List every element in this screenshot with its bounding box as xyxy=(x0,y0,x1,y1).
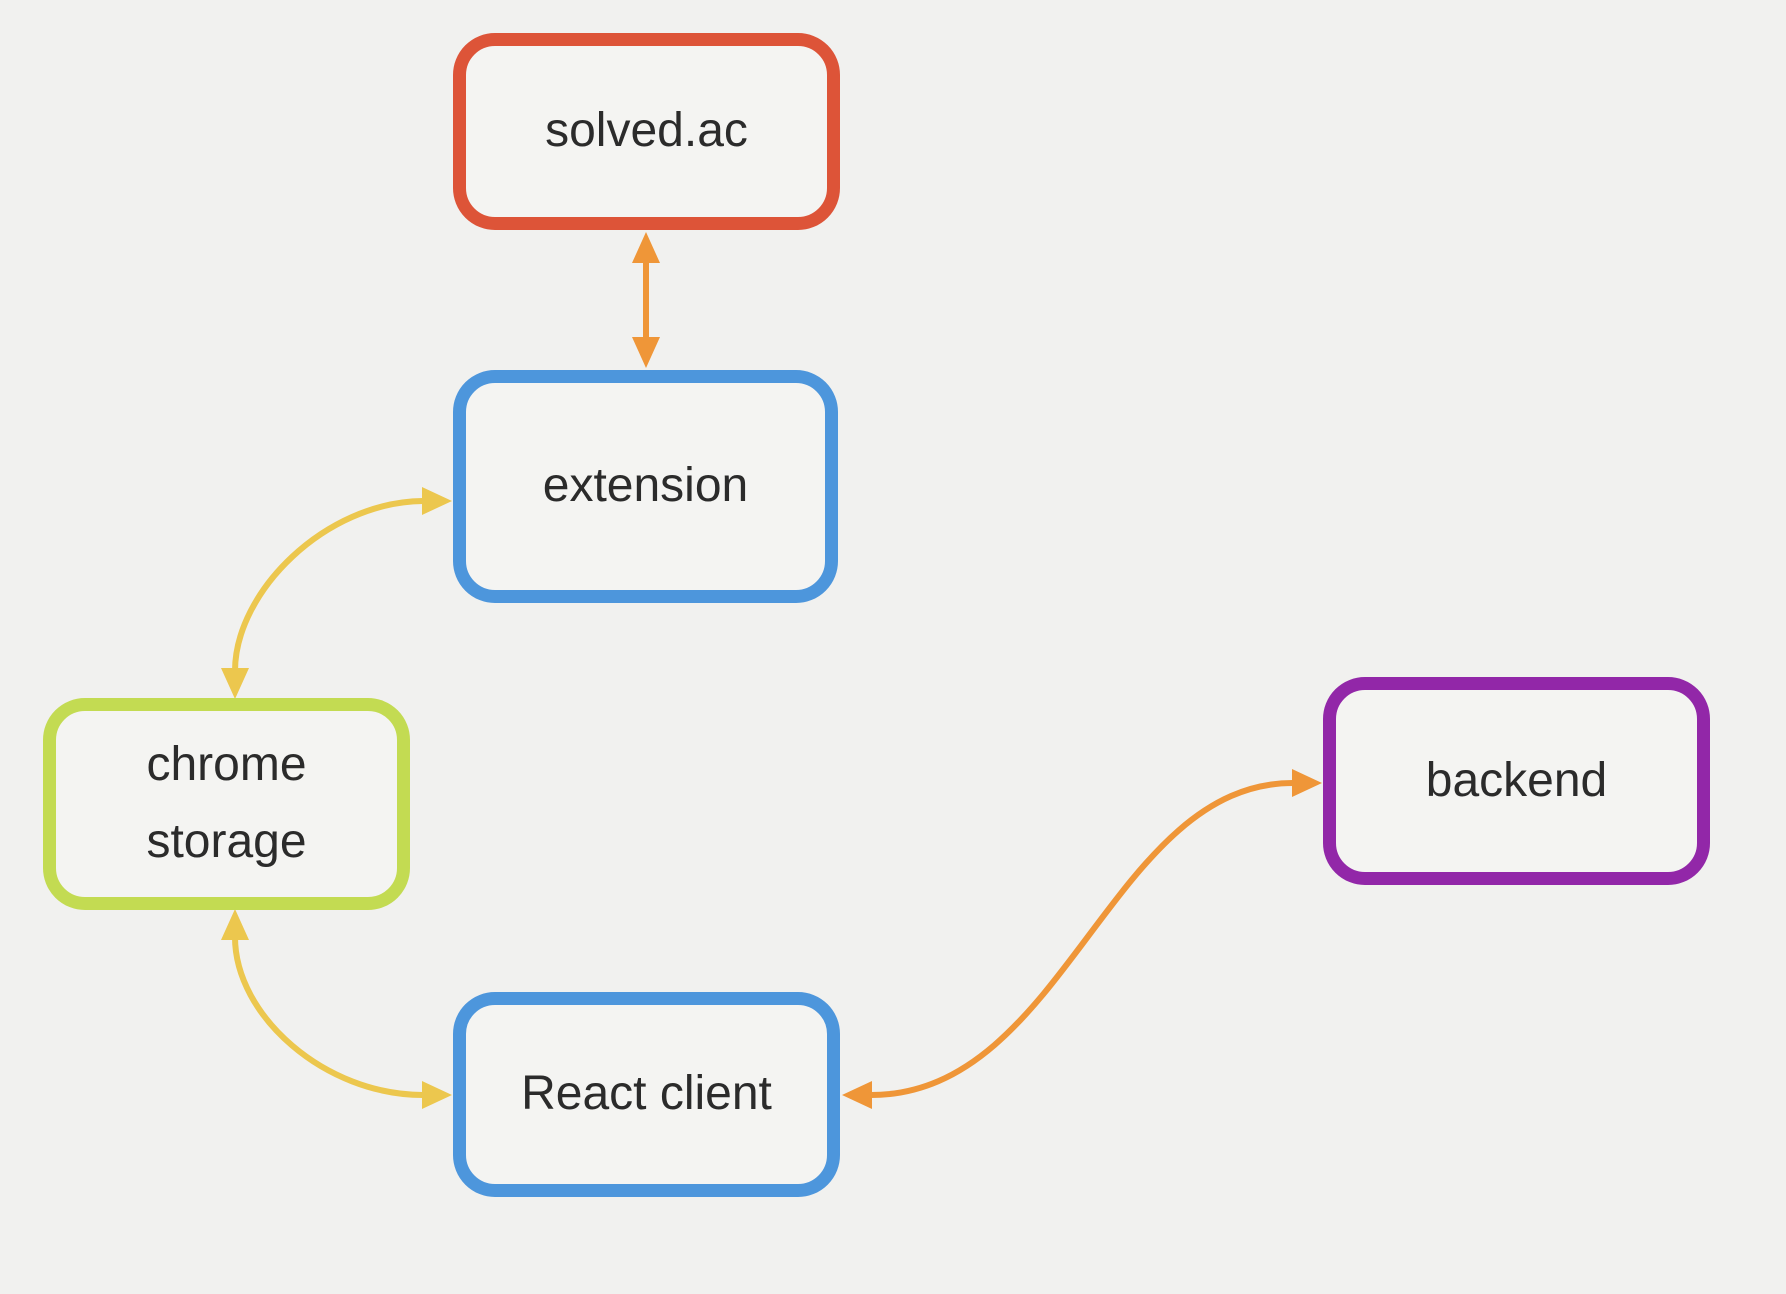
edge-reactclient-backend xyxy=(842,769,1322,1109)
arrowhead-down-icon xyxy=(221,668,249,699)
edge-solvedac-extension xyxy=(632,232,660,368)
node-extension[interactable]: extension xyxy=(453,370,838,603)
node-react-client-label: React client xyxy=(521,1067,772,1121)
node-backend[interactable]: backend xyxy=(1323,677,1710,885)
node-solved-ac-label: solved.ac xyxy=(545,104,748,158)
arrowhead-left-icon xyxy=(842,1081,872,1109)
node-react-client[interactable]: React client xyxy=(453,992,840,1197)
node-solved-ac[interactable]: solved.ac xyxy=(453,33,840,230)
node-extension-label: extension xyxy=(542,459,749,513)
edge-line xyxy=(232,498,424,672)
arrowhead-right-icon xyxy=(1292,769,1322,797)
edge-line xyxy=(232,936,424,1098)
edge-line xyxy=(870,780,1294,1098)
edge-chromestorage-extension xyxy=(221,487,452,699)
arrowhead-up-icon xyxy=(221,909,249,940)
arrowhead-right-icon xyxy=(422,487,452,515)
node-chrome-storage-label: chrome storage xyxy=(146,738,307,868)
arrowhead-right-icon xyxy=(422,1081,452,1109)
node-backend-label: backend xyxy=(1425,753,1608,807)
arrowhead-up-icon xyxy=(632,232,660,263)
arrowhead-down-icon xyxy=(632,337,660,368)
node-chrome-storage[interactable]: chrome storage xyxy=(43,698,410,910)
edge-chromestorage-reactclient xyxy=(221,909,452,1109)
